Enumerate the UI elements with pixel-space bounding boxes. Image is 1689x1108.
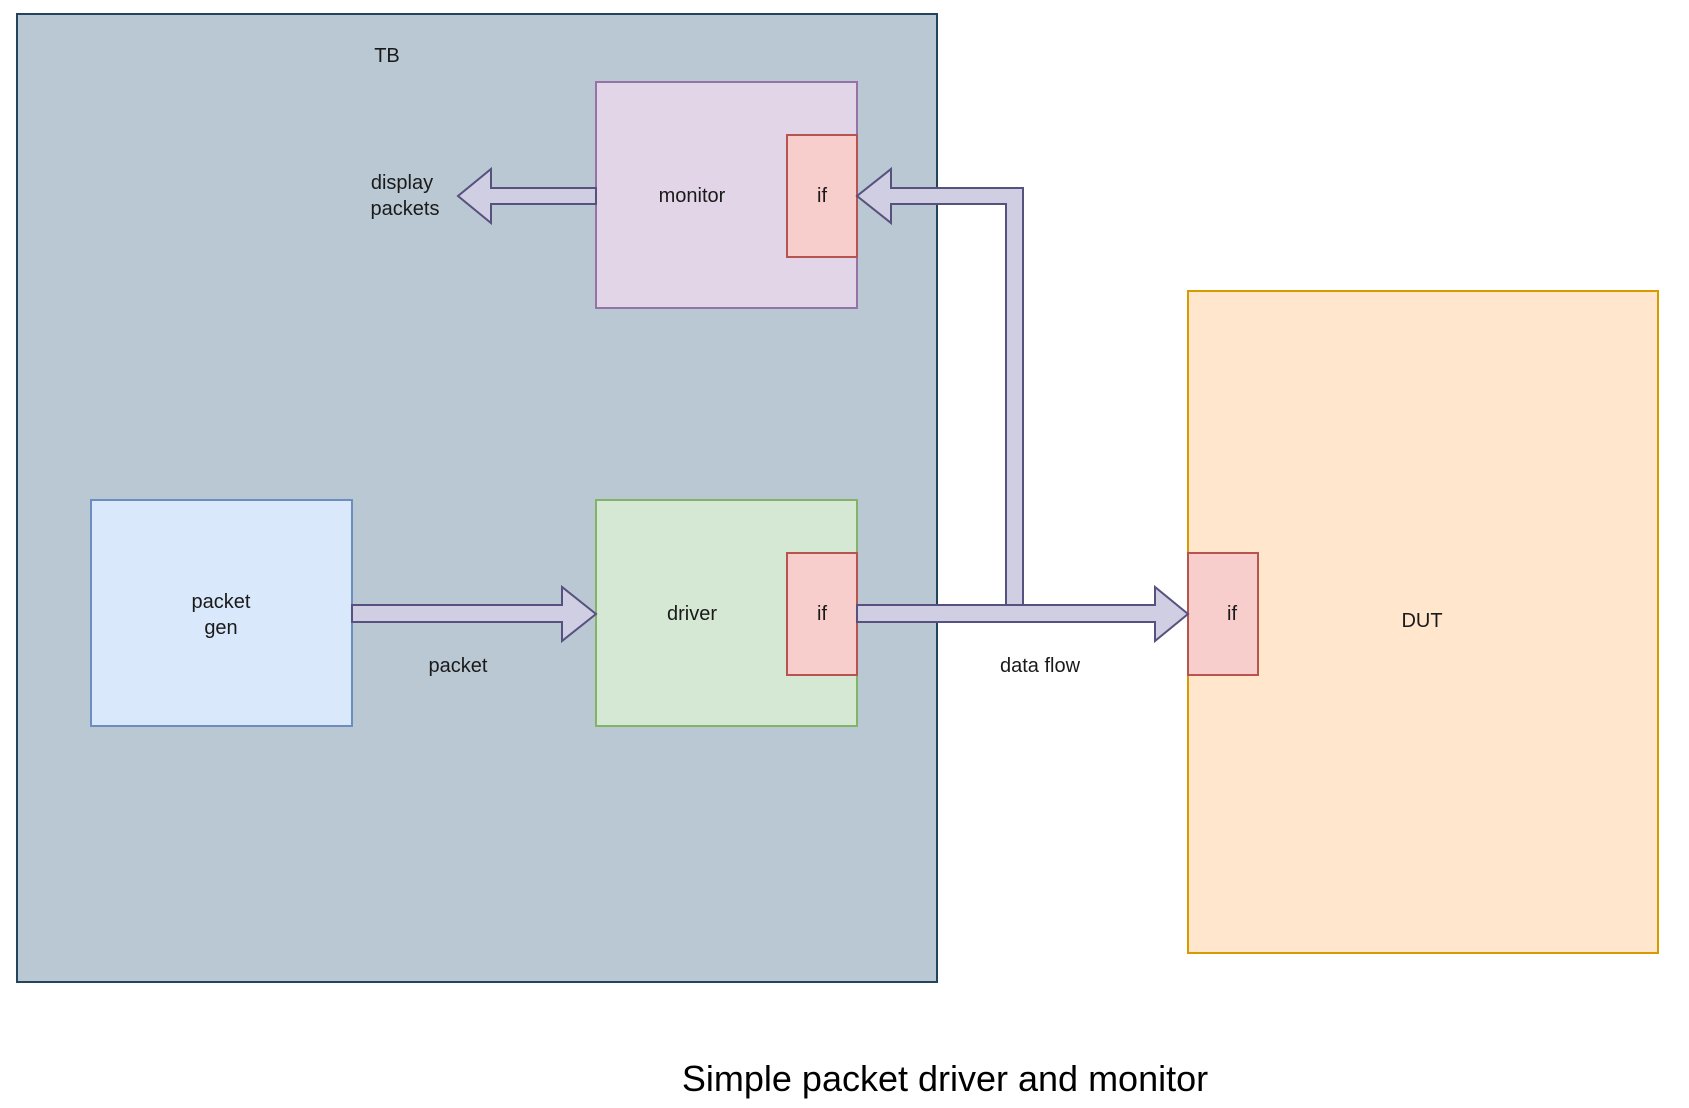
packet-label: packet	[429, 655, 488, 677]
dut-label: DUT	[1401, 610, 1442, 632]
monitor-if-box	[786, 134, 858, 258]
tb-label: TB	[374, 45, 400, 67]
display-packets-label-line1: display	[371, 172, 433, 194]
monitor-feedback-arrow-shape	[855, 166, 1024, 606]
display-arrow	[456, 166, 597, 226]
monitor-if-label: if	[817, 185, 827, 207]
dut-if-label: if	[1227, 603, 1237, 625]
diagram-caption: Simple packet driver and monitor	[682, 1058, 1208, 1099]
dut-box	[1187, 290, 1659, 954]
dut-if-box	[1187, 552, 1259, 676]
packet-arrow	[351, 584, 598, 644]
monitor-label: monitor	[659, 185, 726, 207]
data-flow-arrow	[856, 584, 1190, 644]
packet-gen-label-line2: gen	[204, 617, 237, 639]
driver-if-box	[786, 552, 858, 676]
driver-if-label: if	[817, 603, 827, 625]
driver-label: driver	[667, 603, 717, 625]
packet-gen-box	[90, 499, 353, 727]
display-packets-label-line2: packets	[371, 198, 440, 220]
packet-gen-label-line1: packet	[192, 591, 251, 613]
data-flow-label: data flow	[1000, 655, 1081, 677]
